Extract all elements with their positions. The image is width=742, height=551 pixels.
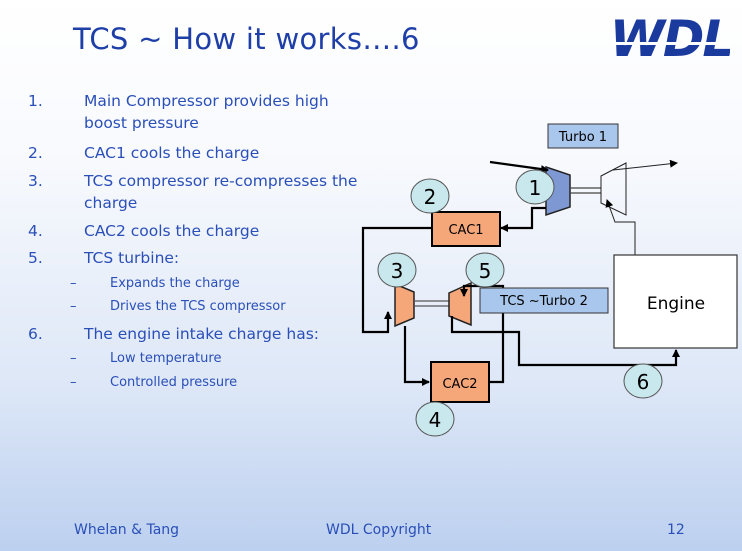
svg-text:1: 1 xyxy=(529,176,542,200)
turbo1-label: Turbo 1 xyxy=(558,130,607,145)
turbo1-turbine xyxy=(600,162,627,216)
slide-title: TCS ~ How it works….6 xyxy=(73,22,420,56)
tcs-compressor xyxy=(394,282,415,328)
svg-text:5: 5 xyxy=(479,259,492,283)
footer-page-number: 12 xyxy=(667,522,685,538)
engine-label: Engine xyxy=(647,294,705,314)
turbo1-label-box xyxy=(547,123,619,149)
footer-copyright: WDL Copyright xyxy=(326,522,432,538)
cac1-label: CAC1 xyxy=(448,223,483,238)
tcs-turbo2-label-box xyxy=(479,287,609,314)
marker-5: 5 xyxy=(465,252,505,288)
marker-1: 1 xyxy=(515,169,555,205)
svg-text:6: 6 xyxy=(637,370,650,394)
svg-text:2: 2 xyxy=(424,185,437,209)
cac2-label: CAC2 xyxy=(442,377,477,392)
marker-6: 6 xyxy=(623,363,663,399)
marker-2: 2 xyxy=(410,178,450,214)
cac1-cooler xyxy=(431,211,501,247)
svg-text:4: 4 xyxy=(429,408,442,432)
tcs-turbo2-label: TCS ~Turbo 2 xyxy=(499,294,588,309)
footer-authors: Whelan & Tang xyxy=(74,522,180,538)
wdl-logo: WDL xyxy=(612,12,730,64)
svg-text:3: 3 xyxy=(391,259,404,283)
logo-text: WDL xyxy=(612,12,730,64)
engine-box xyxy=(613,254,738,349)
marker-3: 3 xyxy=(377,252,417,288)
cac2-cooler xyxy=(430,361,490,403)
marker-4: 4 xyxy=(415,401,455,437)
